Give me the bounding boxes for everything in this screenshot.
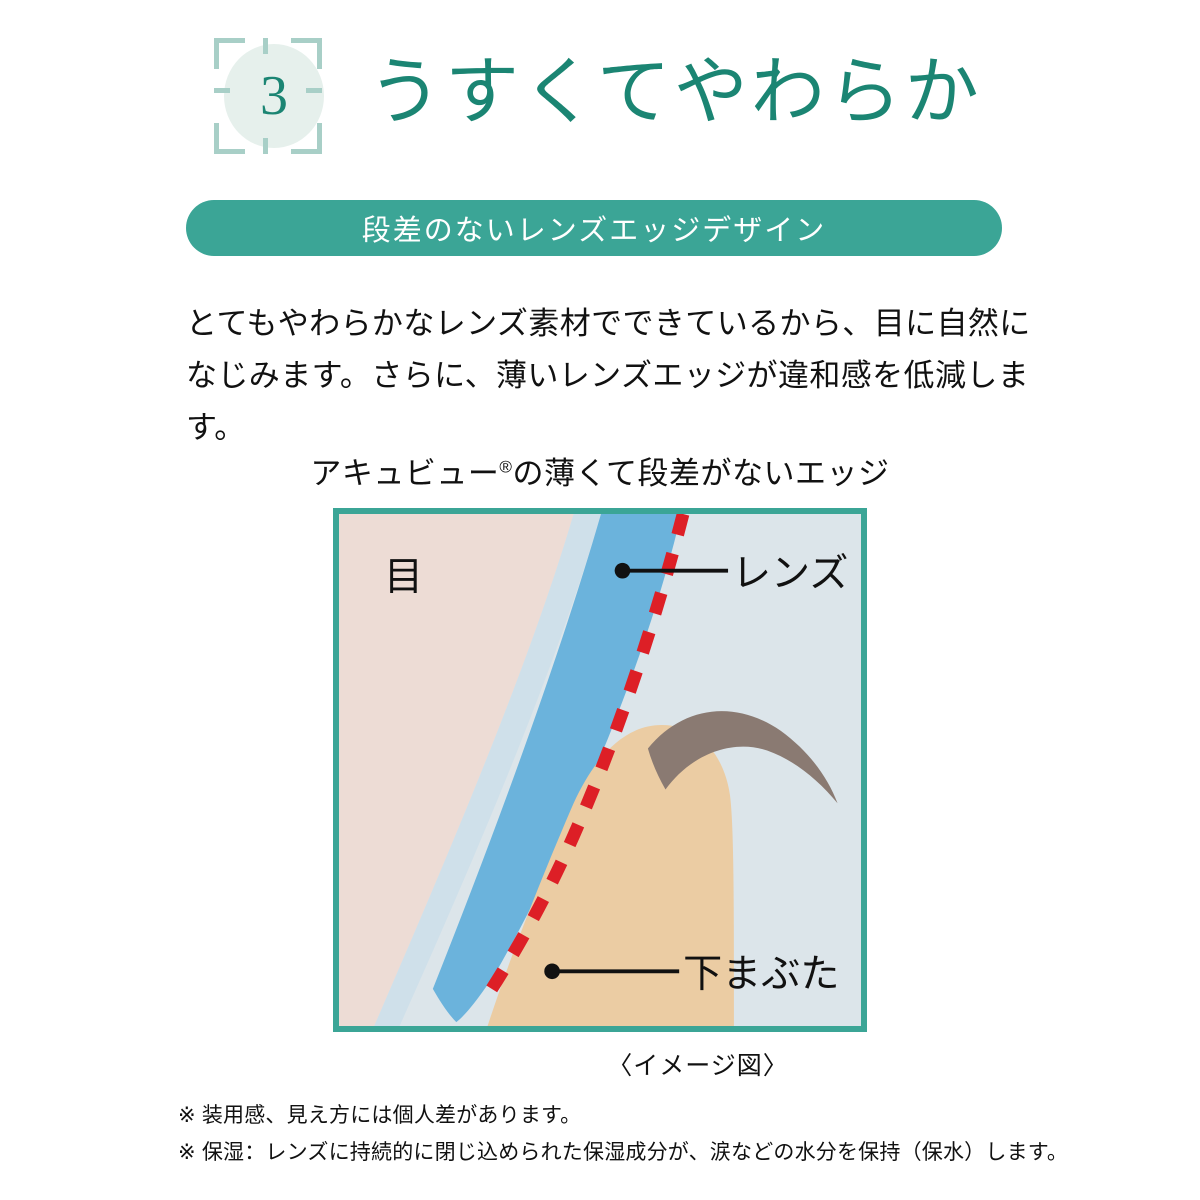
section-header: 3 うすくてやわらか: [200, 28, 1100, 166]
page-title: うすくてやわらか: [368, 52, 982, 134]
lead-line-1: とてもやわらかなレンズ素材でできているから、目に自然に: [186, 306, 1031, 341]
tick-bottom-icon: [263, 138, 268, 154]
corner-bracket-top-left-icon: [214, 38, 245, 69]
corner-bracket-top-right-icon: [291, 38, 322, 69]
lower-eyelid-region: [487, 725, 734, 1026]
lead-line-2: なじみます。さらに、薄いレンズエッジが違和感を低減します。: [186, 358, 1030, 446]
eyelash-icon: [647, 711, 838, 804]
feature-pill-badge: 段差のないレンズエッジデザイン: [186, 200, 1002, 256]
figure-caption: アキュビュー®の薄くて段差がないエッジ: [0, 448, 1200, 493]
tear-film-band: [374, 514, 601, 1026]
footnote-item: ※ 装用感、見え方には個人差があります。: [178, 1104, 582, 1127]
figure-caption-after: の薄くて段差がないエッジ: [512, 456, 890, 491]
registered-trademark-icon: ®: [499, 457, 513, 477]
label-eye: 目: [384, 556, 423, 599]
diagram-svg: 目 レンズ 下まぶた: [339, 514, 861, 1026]
badge-circle: [224, 44, 324, 148]
lens-body-region: [432, 514, 682, 1023]
tick-left-icon: [214, 88, 230, 93]
lens-leader-dot: [614, 562, 631, 579]
label-lower-eyelid: 下まぶた: [683, 953, 839, 996]
eye-surface-region: [339, 514, 574, 1026]
corner-bracket-bottom-left-icon: [214, 123, 245, 154]
eye-lens-edge-diagram: 目 レンズ 下まぶた: [333, 508, 867, 1032]
footnote-item: ※ 保湿：レンズに持続的に閉じ込められた保湿成分が、涙などの水分を保持（保水）し…: [178, 1140, 1069, 1164]
corner-bracket-bottom-right-icon: [291, 123, 322, 154]
step-number: 3: [260, 65, 288, 127]
label-lens: レンズ: [732, 552, 848, 595]
lead-paragraph: とてもやわらかなレンズ素材でできているから、目に自然に なじみます。さらに、薄い…: [186, 298, 1036, 454]
figure-note: 〈イメージ図〉: [607, 1052, 789, 1080]
tick-right-icon: [306, 88, 322, 93]
lower-eyelid-leader-dot: [544, 963, 560, 980]
figure-note-row: 〈イメージ図〉: [0, 1046, 1200, 1082]
footnotes: ※ 装用感、見え方には個人差があります。 ※ 保湿：レンズに持続的に閉じ込められ…: [178, 1098, 1078, 1172]
lens-edge-dashed-line: [476, 514, 690, 1008]
figure-caption-before: アキュビュー: [310, 456, 500, 491]
tick-top-icon: [263, 38, 268, 54]
step-number-badge: 3: [200, 28, 336, 164]
